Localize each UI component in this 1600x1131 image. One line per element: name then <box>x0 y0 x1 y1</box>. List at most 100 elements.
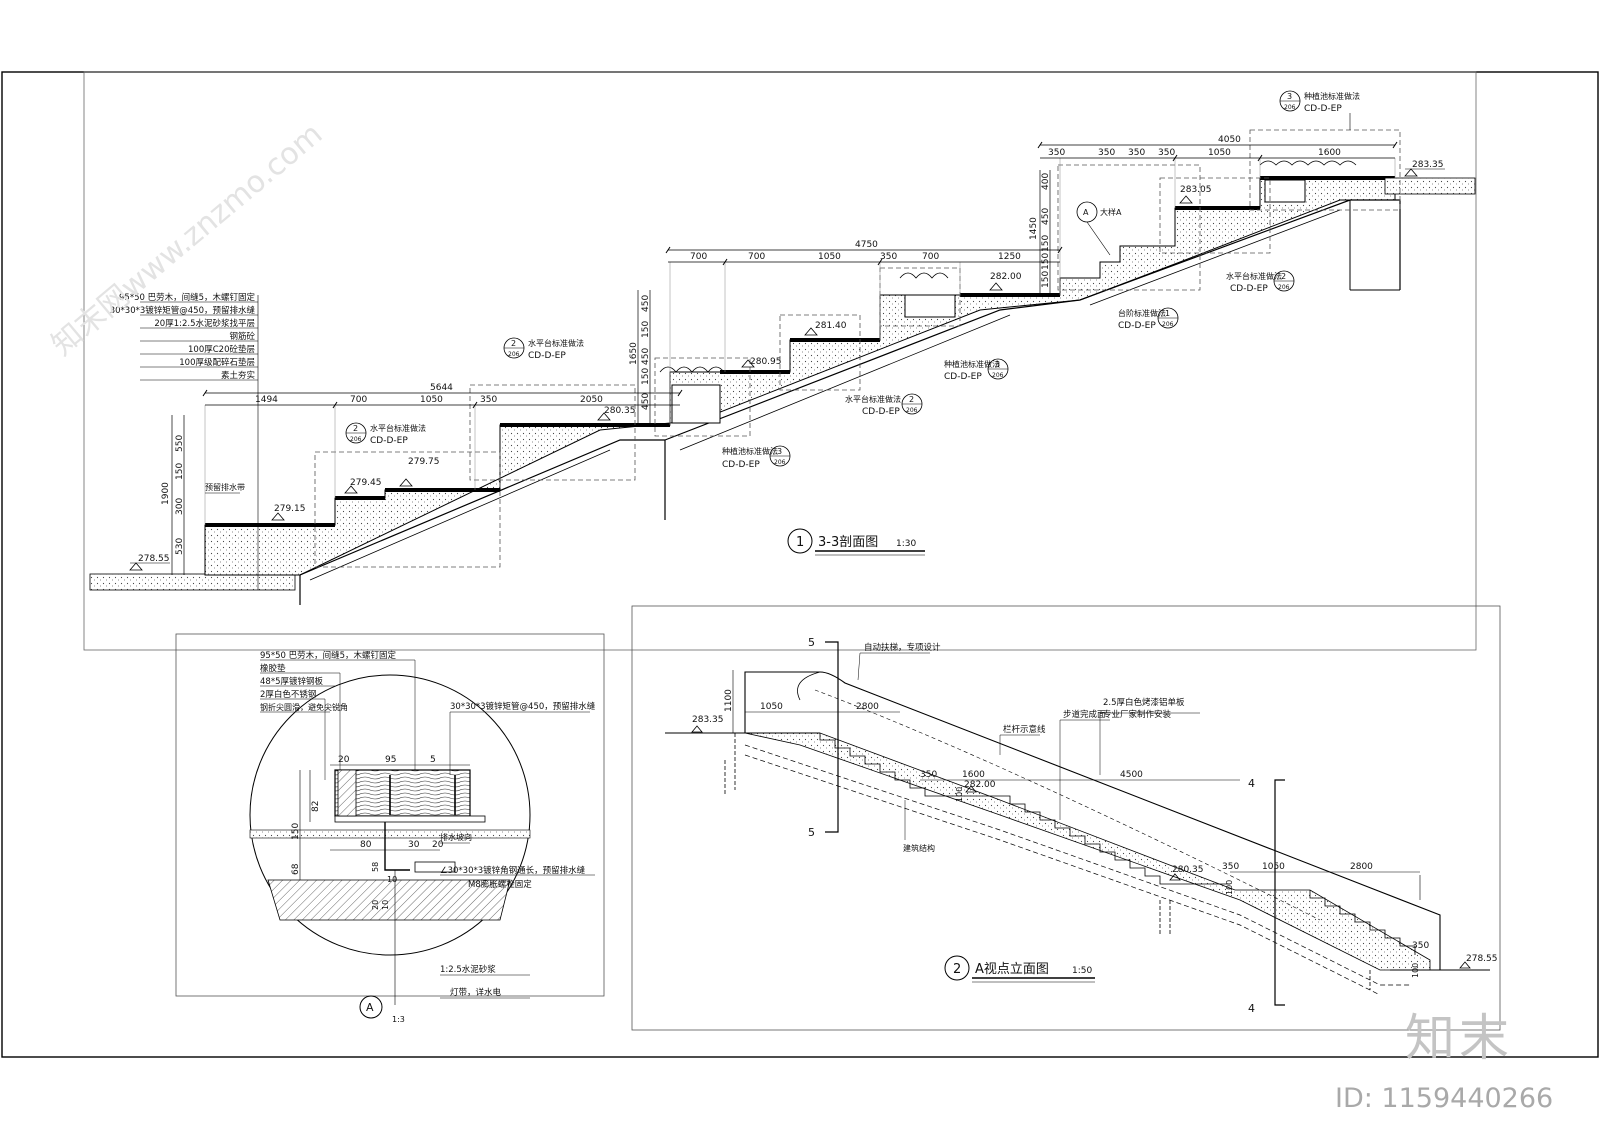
level-280-95: 280.95 <box>750 357 782 367</box>
svg-text:3: 3 <box>777 447 782 456</box>
svg-text:水平台标准做法: 水平台标准做法 <box>528 338 584 348</box>
vdim-300: 300 <box>175 498 185 515</box>
vdim-150e: 150 <box>1041 271 1051 288</box>
note-layer-2: 30*30*3镀锌矩管@450，预留排水缝 <box>110 305 256 316</box>
detail-note-light: 灯带，详水电 <box>450 987 502 998</box>
dim-ticks <box>202 141 1398 409</box>
vdim-550: 550 <box>175 435 185 452</box>
svg-text:CD-D-EP: CD-D-EP <box>1304 104 1342 114</box>
elev-dim-350b: 350 <box>1222 862 1239 872</box>
svg-text:CD-D-EP: CD-D-EP <box>944 372 982 382</box>
elevation-a: 5 5 4 4 自动扶梯，专项设计 栏杆示意线 步道完成面 2.5厚白色烤漆铝单… <box>665 636 1498 1015</box>
escalator-outline <box>744 671 1441 971</box>
dim-700b: 700 <box>748 252 765 262</box>
cut-4-bottom: 4 <box>1248 1002 1255 1015</box>
section-frame <box>83 71 1477 651</box>
detail-dim-150: 150 <box>291 823 301 840</box>
elev-dim-2800b: 2800 <box>1350 862 1373 872</box>
detail-frame <box>175 633 605 997</box>
level-281-40: 281.40 <box>815 321 847 331</box>
section-num: 1 <box>796 535 804 550</box>
svg-text:2: 2 <box>1281 272 1286 281</box>
svg-text:3: 3 <box>995 360 1000 369</box>
level-279-15: 279.15 <box>274 504 306 514</box>
svg-text:水平台标准做法: 水平台标准做法 <box>1226 271 1282 281</box>
detail-a: 95*50 巴劳木，间缝5，木螺钉固定 橡胶垫 48*5厚镀锌钢板 2厚白色不锈… <box>249 650 596 1024</box>
dim-350e: 350 <box>1128 148 1145 158</box>
wood-plank <box>334 769 471 817</box>
level-279-45: 279.45 <box>350 478 382 488</box>
vdim-1450: 1450 <box>1029 217 1039 240</box>
dim-350c: 350 <box>1048 148 1065 158</box>
stair-fill <box>204 177 1396 576</box>
planter-1 <box>671 384 721 424</box>
elev-dim-100b: 100 <box>1225 880 1234 895</box>
detail-note-4: 2厚白色不锈钢 <box>260 689 316 700</box>
svg-text:206: 206 <box>906 407 918 414</box>
cut-4-top: 4 <box>1248 777 1255 790</box>
detail-dim-82: 82 <box>311 801 321 812</box>
elev-level-282-00: 282.00 <box>964 780 996 790</box>
elevation-title: 2 A视点立面图 1:50 <box>944 955 1095 983</box>
detail-dim-5: 5 <box>430 755 436 765</box>
detail-a-label: A <box>366 1001 374 1014</box>
escalator-steps <box>819 733 1230 885</box>
detail-circle <box>249 674 531 956</box>
level-279-75: 279.75 <box>408 457 440 467</box>
svg-text:206: 206 <box>1162 321 1174 328</box>
detail-note-angle: ∠30*30*3镀锌角钢通长，预留排水缝 <box>440 865 586 876</box>
detail-note-bolt: M8膨胀螺栓固定 <box>468 879 532 890</box>
svg-text:种植池标准做法: 种植池标准做法 <box>944 359 1000 369</box>
detail-note-right: 30*30*3镀锌矩管@450，预留排水缝 <box>450 701 596 712</box>
detail-dim-20b: 20 <box>432 840 444 850</box>
svg-text:2: 2 <box>353 424 358 433</box>
detail-note-mortar: 1:2.5水泥砂浆 <box>440 964 496 975</box>
svg-text:CD-D-EP: CD-D-EP <box>1118 321 1156 331</box>
elev-num: 2 <box>953 962 961 977</box>
detail-dim-20c: 20 <box>371 900 380 910</box>
dim-1050: 1050 <box>420 395 443 405</box>
note-layer-1: 95*50 巴劳木，间缝5，木螺钉固定 <box>119 292 255 303</box>
cut-5-bottom: 5 <box>808 826 815 839</box>
vdim-150a: 150 <box>641 321 651 338</box>
detail-note-2: 橡胶垫 <box>260 663 286 674</box>
dim-5644: 5644 <box>430 383 453 393</box>
svg-text:CD-D-EP: CD-D-EP <box>1230 284 1268 294</box>
detail-a-mark: A 大样A <box>1076 201 1122 256</box>
section-scale: 1:30 <box>896 539 916 549</box>
detail-note-drain: 排水坡向 <box>440 832 472 842</box>
planter-3 <box>1264 179 1306 203</box>
svg-text:CD-D-EP: CD-D-EP <box>862 407 900 417</box>
svg-text:水平台标准做法: 水平台标准做法 <box>370 423 426 433</box>
elev-dim-100c: 100 <box>1411 963 1420 978</box>
detail-dim-80: 80 <box>360 840 372 850</box>
elev-level-283-35: 283.35 <box>692 715 724 725</box>
elev-dim-350c: 350 <box>1412 941 1429 951</box>
dimension-lines <box>171 144 1395 575</box>
detail-dim-20: 20 <box>338 755 350 765</box>
section-title-text: 3-3剖面图 <box>818 535 878 550</box>
detail-dim-58: 58 <box>371 862 380 872</box>
dim-1050c: 1050 <box>1208 148 1231 158</box>
level-283-35: 283.35 <box>1412 160 1444 170</box>
vdim-400: 400 <box>1041 173 1051 190</box>
section-title: 1 3-3剖面图 1:30 <box>787 528 925 556</box>
note-drain-strip: 预留排水带 <box>205 482 245 492</box>
elev-dim-1050b: 1050 <box>1262 862 1285 872</box>
dim-4050: 4050 <box>1218 135 1241 145</box>
vdim-1650: 1650 <box>629 342 639 365</box>
dim-700a: 700 <box>690 252 707 262</box>
svg-text:206: 206 <box>350 436 362 443</box>
svg-text:CD-D-EP: CD-D-EP <box>528 351 566 361</box>
vdim-150d: 150 <box>1041 253 1051 270</box>
detail-dim-10: 10 <box>387 875 397 884</box>
elev-dim-350: 350 <box>920 770 937 780</box>
svg-text:种植池标准做法: 种植池标准做法 <box>1304 91 1360 101</box>
vdim-450d: 450 <box>1041 208 1051 225</box>
detail-a-scale: 1:3 <box>392 1015 405 1024</box>
